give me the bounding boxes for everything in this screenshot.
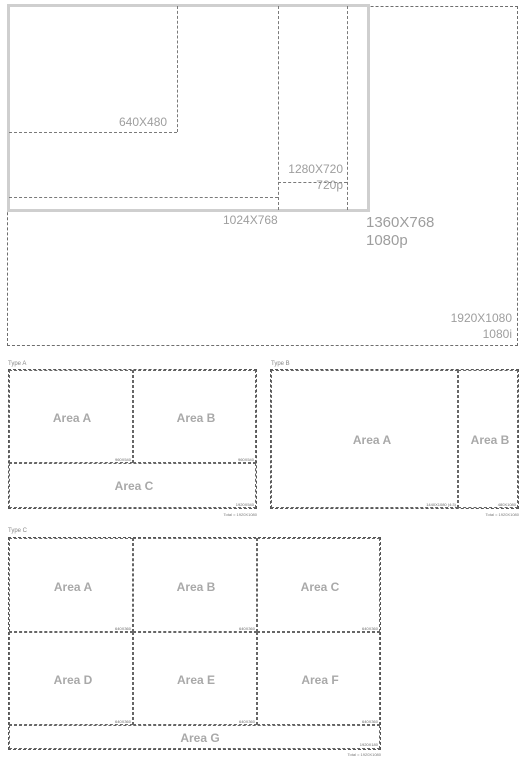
area-resolution: 640X360 bbox=[114, 719, 131, 724]
res-1280-vline bbox=[347, 6, 348, 210]
area-label: Area A bbox=[52, 411, 92, 425]
area-resolution: 960X540 bbox=[114, 457, 131, 462]
label-640: 640X480 bbox=[119, 115, 168, 129]
label-1024: 1024X768 bbox=[223, 213, 278, 227]
label-1920: 1920X1080 bbox=[450, 311, 512, 325]
type-a-title: Type A bbox=[8, 361, 27, 367]
res-640-hline bbox=[9, 132, 177, 133]
area-label: Area F bbox=[301, 673, 339, 687]
area-resolution: 960X540 bbox=[237, 457, 254, 462]
area-label: Area B bbox=[176, 580, 216, 594]
area-label: Area C bbox=[300, 580, 340, 594]
label-1080i: 1080i bbox=[482, 327, 512, 341]
area-label: Area B bbox=[176, 411, 216, 425]
area-label: Area A bbox=[352, 433, 392, 447]
label-1280: 1280X720 bbox=[288, 162, 343, 176]
area-resolution: 640X360 bbox=[361, 626, 378, 631]
type-c-area-d: Area D 640X360 bbox=[9, 632, 133, 725]
area-resolution: 1440X1080 (4:3) bbox=[426, 502, 456, 507]
type-c-area-g: Area G 1920X180 bbox=[9, 725, 380, 749]
type-a-area-c: Area C 1920X540 bbox=[9, 463, 256, 508]
type-a-layout: Area A 960X540 Area B 960X540 Area C 192… bbox=[8, 369, 257, 509]
type-a-total: Total = 1920X1080 bbox=[223, 512, 257, 517]
type-b-layout: Area A 1440X1080 (4:3) Area B 480X1080 bbox=[270, 369, 519, 509]
type-b-title: Type B bbox=[271, 361, 290, 367]
type-b-total: Total = 1920X1080 bbox=[485, 512, 519, 517]
type-c-layout: Area A 640X360 Area B 640X360 Area C 640… bbox=[8, 537, 381, 750]
type-c-title: Type C bbox=[8, 528, 28, 534]
area-label: Area D bbox=[53, 673, 93, 687]
area-resolution: 1920X540 bbox=[235, 502, 254, 507]
type-c-area-f: Area F 640X360 bbox=[257, 632, 380, 725]
res-1024-hline bbox=[9, 197, 278, 198]
area-resolution: 640X360 bbox=[238, 719, 255, 724]
res-1360-frame bbox=[7, 4, 370, 212]
res-640-vline bbox=[177, 6, 178, 132]
area-label: Area E bbox=[176, 673, 216, 687]
area-label: Area G bbox=[180, 731, 220, 745]
area-resolution: 1920X180 bbox=[359, 742, 378, 747]
label-1080p: 1080p bbox=[366, 232, 408, 249]
type-a-area-b: Area B 960X540 bbox=[133, 370, 256, 463]
type-b-area-a: Area A 1440X1080 (4:3) bbox=[271, 370, 458, 508]
type-c-total: Total = 1920X1080 bbox=[347, 752, 381, 757]
label-720p: 720p bbox=[316, 178, 343, 192]
type-b-area-b: Area B 480X1080 bbox=[458, 370, 518, 508]
type-c-area-b: Area B 640X360 bbox=[133, 538, 257, 632]
area-label: Area B bbox=[470, 433, 510, 447]
type-c-area-a: Area A 640X360 bbox=[9, 538, 133, 632]
type-a-area-a: Area A 960X540 bbox=[9, 370, 133, 463]
type-c-area-c: Area C 640X360 bbox=[257, 538, 380, 632]
area-resolution: 640X360 bbox=[238, 626, 255, 631]
label-1360: 1360X768 bbox=[366, 214, 435, 231]
area-resolution: 640X360 bbox=[361, 719, 378, 724]
res-1280-hline bbox=[278, 182, 347, 183]
res-1024-vline bbox=[278, 6, 279, 210]
area-resolution: 480X1080 bbox=[497, 502, 516, 507]
area-label: Area C bbox=[114, 479, 154, 493]
area-label: Area A bbox=[53, 580, 93, 594]
type-c-area-e: Area E 640X360 bbox=[133, 632, 257, 725]
area-resolution: 640X360 bbox=[114, 626, 131, 631]
